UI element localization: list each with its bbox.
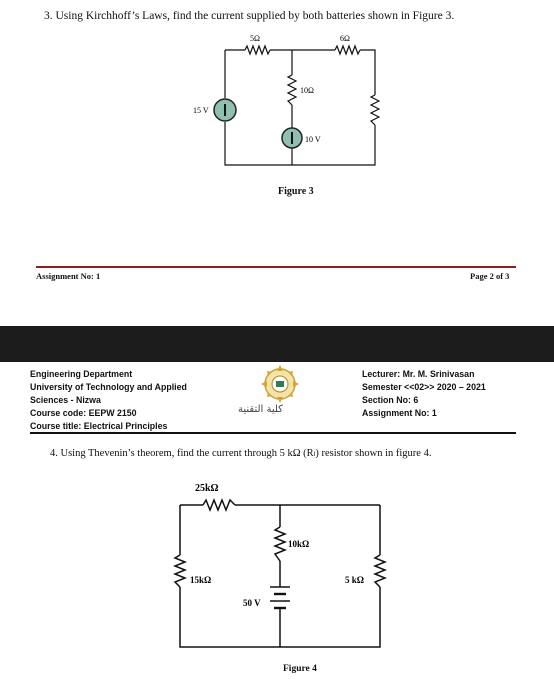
- resistor-10k: [272, 526, 288, 562]
- header-rule: [30, 432, 516, 434]
- resistor-6-ohm: [334, 44, 361, 56]
- resistor-15k: [172, 554, 188, 588]
- footer-page-number: Page 2 of 3: [470, 271, 510, 281]
- label-15v: 15 V: [193, 106, 209, 115]
- section-number: Section No: 6: [362, 395, 419, 405]
- figure-3-caption: Figure 3: [278, 186, 314, 197]
- battery-10v-source: [281, 127, 303, 149]
- header-line-course-code: Course code: EEPW 2150: [30, 408, 137, 418]
- figure-4-caption: Figure 4: [283, 664, 317, 674]
- label-10v: 10 V: [305, 135, 321, 144]
- figure-4-circuit: 25kΩ 10kΩ 15kΩ 5 kΩ 50 V: [172, 483, 388, 648]
- semester-info: Semester <<02>> 2020 – 2021: [362, 382, 486, 392]
- label-50v: 50 V: [243, 598, 261, 608]
- label-25k: 25kΩ: [195, 483, 219, 494]
- label-6-ohm: 6Ω: [340, 34, 350, 43]
- question-4-text: 4. Using Thevenin’s theorem, find the cu…: [50, 448, 432, 459]
- label-10-ohm: 10Ω: [300, 86, 314, 95]
- resistor-10-ohm: [286, 74, 298, 106]
- figure-3-circuit: 5Ω 6Ω 10Ω 4Ω 15 V 10 V: [193, 34, 380, 166]
- university-logo: كلية التقنية: [238, 364, 318, 424]
- page-1-footer-rule: [36, 266, 516, 268]
- battery-15v-source: [213, 98, 237, 122]
- lecturer-info: Lecturer: Mr. M. Srinivasan Semester <<0…: [362, 368, 486, 420]
- label-5-ohm: 5Ω: [250, 34, 260, 43]
- assignment-number: Assignment No: 1: [362, 408, 437, 418]
- lecturer-name: Lecturer: Mr. M. Srinivasan: [362, 369, 475, 379]
- resistor-5-ohm: [244, 44, 271, 56]
- resistor-25k: [202, 497, 236, 513]
- header-line-university: University of Technology and Applied: [30, 382, 187, 392]
- label-10k: 10kΩ: [288, 539, 309, 549]
- label-15k: 15kΩ: [190, 575, 211, 585]
- battery-50v-source: [270, 586, 290, 615]
- institution-header: Engineering Department University of Tec…: [30, 368, 187, 433]
- footer-assignment-label: Assignment No: 1: [36, 271, 101, 281]
- label-5k: 5 kΩ: [345, 575, 364, 585]
- header-line-department: Engineering Department: [30, 369, 133, 379]
- question-3-text: 3. Using Kirchhoff’s Laws, find the curr…: [44, 10, 455, 22]
- logo-arabic-text: كلية التقنية: [238, 404, 283, 415]
- page-gap: [0, 326, 554, 362]
- header-line-course-title: Course title: Electrical Principles: [30, 421, 168, 431]
- header-line-campus: Sciences - Nizwa: [30, 395, 101, 405]
- resistor-5k-load: [372, 554, 388, 588]
- resistor-4-ohm: [369, 94, 380, 126]
- logo-emblem-icon: [261, 365, 299, 403]
